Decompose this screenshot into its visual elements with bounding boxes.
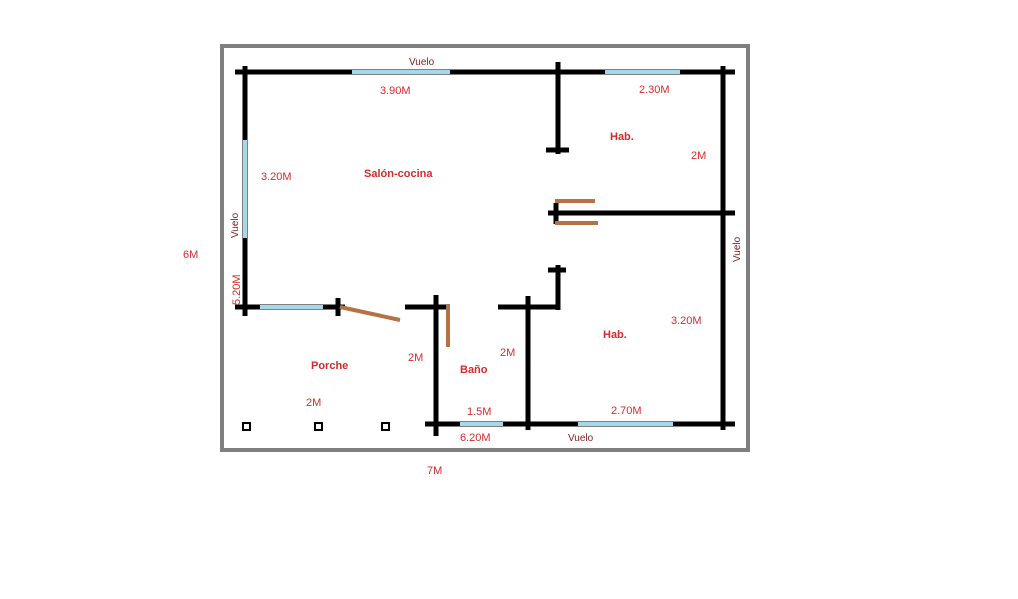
overhang-top: Vuelo (409, 57, 435, 68)
porch-posts (242, 422, 390, 431)
room-label-porche: Porche (311, 360, 348, 372)
doors (339, 199, 598, 347)
room-label-hab-top: Hab. (610, 131, 634, 143)
dim-overall-width: 7M (427, 465, 442, 477)
room-label-bano: Baño (460, 364, 488, 376)
dim-left-window: 3.20M (261, 171, 292, 183)
plot-frame (220, 44, 750, 452)
dim-bano-window: 1.5M (467, 406, 491, 418)
dim-top-window: 3.90M (380, 85, 411, 97)
overhang-left: Vuelo (230, 212, 241, 238)
dim-porche-width: 2M (306, 397, 321, 409)
dim-bottom-right-window: 2.70M (611, 405, 642, 417)
dim-bottom-total: 6.20M (460, 432, 491, 444)
porch-post (242, 422, 251, 431)
dim-bano-left: 2M (408, 352, 423, 364)
windows (243, 70, 680, 426)
overhang-right: Vuelo (732, 236, 743, 262)
room-label-hab-bottom: Hab. (603, 329, 627, 341)
porch-post (314, 422, 323, 431)
room-label-salon: Salón-cocina (364, 168, 433, 180)
walls (235, 62, 735, 436)
dim-right-top: 2M (691, 150, 706, 162)
porch-post (381, 422, 390, 431)
dim-left-outer: 6M (183, 249, 198, 261)
dim-bano-right: 2M (500, 347, 515, 359)
dim-right-bottom: 3.20M (671, 315, 702, 327)
overhang-bottom: Vuelo (568, 433, 594, 444)
door-porch (339, 305, 401, 322)
dim-left-lower: 5.20M (231, 274, 243, 305)
dim-top-right-window: 2.30M (639, 84, 670, 96)
